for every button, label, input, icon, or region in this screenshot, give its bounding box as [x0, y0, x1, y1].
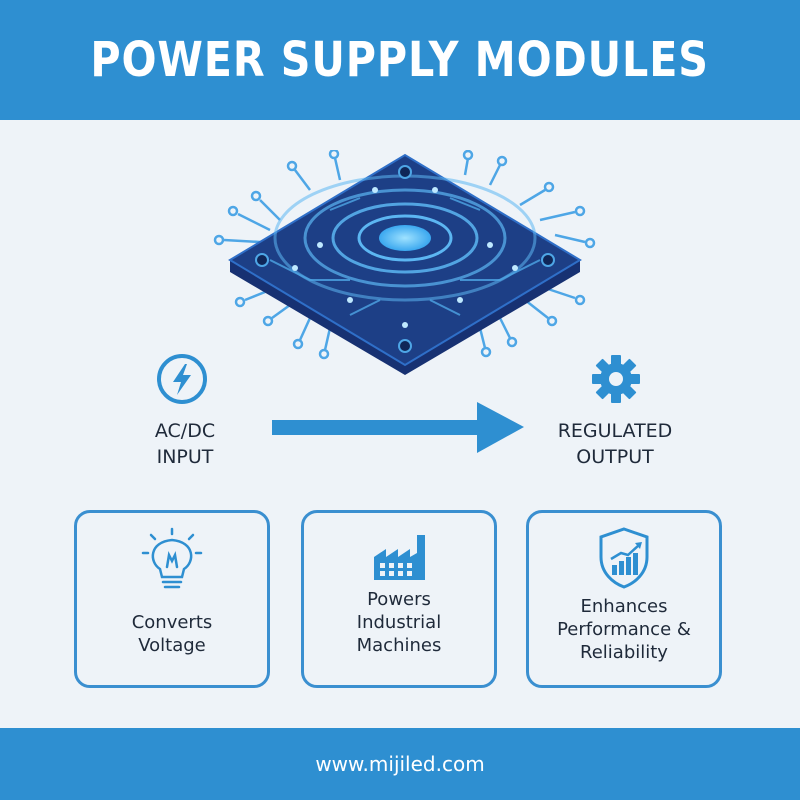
feature-card-line: Converts [131, 612, 213, 633]
lightning-bolt-icon [157, 354, 207, 404]
website-link[interactable]: www.mijiled.com [315, 752, 485, 776]
feature-card-line: Performance & [557, 619, 691, 640]
footer-banner: www.mijiled.com [0, 728, 800, 800]
feature-card-performance-reliability: Enhances Performance & Reliability [526, 510, 722, 688]
flow-arrow [272, 402, 524, 453]
feature-card-text: Enhances Performance & Reliability [529, 595, 719, 664]
page-title: POWER SUPPLY MODULES [90, 32, 710, 88]
feature-card-text: Converts Voltage [77, 611, 267, 657]
feature-card-line: Powers [367, 589, 431, 610]
feature-card-line: Machines [356, 635, 442, 656]
feature-card-line: Reliability [580, 642, 668, 663]
feature-card-converts-voltage: Converts Voltage [74, 510, 270, 688]
shield-chart-icon [599, 527, 649, 589]
feature-card-industrial-machines: Powers Industrial Machines [301, 510, 497, 688]
feature-card-text: Powers Industrial Machines [304, 588, 494, 657]
output-label: REGULATED OUTPUT [530, 418, 700, 470]
input-label-line1: AC/DC [154, 420, 216, 442]
lightbulb-icon [141, 527, 203, 589]
feature-card-line: Industrial [356, 612, 442, 633]
factory-icon [374, 535, 425, 580]
output-label-line1: REGULATED [557, 420, 673, 442]
input-label-line2: INPUT [156, 446, 214, 468]
feature-card-line: Enhances [580, 596, 668, 617]
gear-icon [592, 355, 640, 403]
input-label: AC/DC INPUT [100, 418, 270, 470]
output-label-line2: OUTPUT [576, 446, 654, 468]
header-banner: POWER SUPPLY MODULES [0, 0, 800, 120]
circuit-chip-illustration [213, 150, 596, 375]
feature-card-line: Voltage [138, 635, 206, 656]
